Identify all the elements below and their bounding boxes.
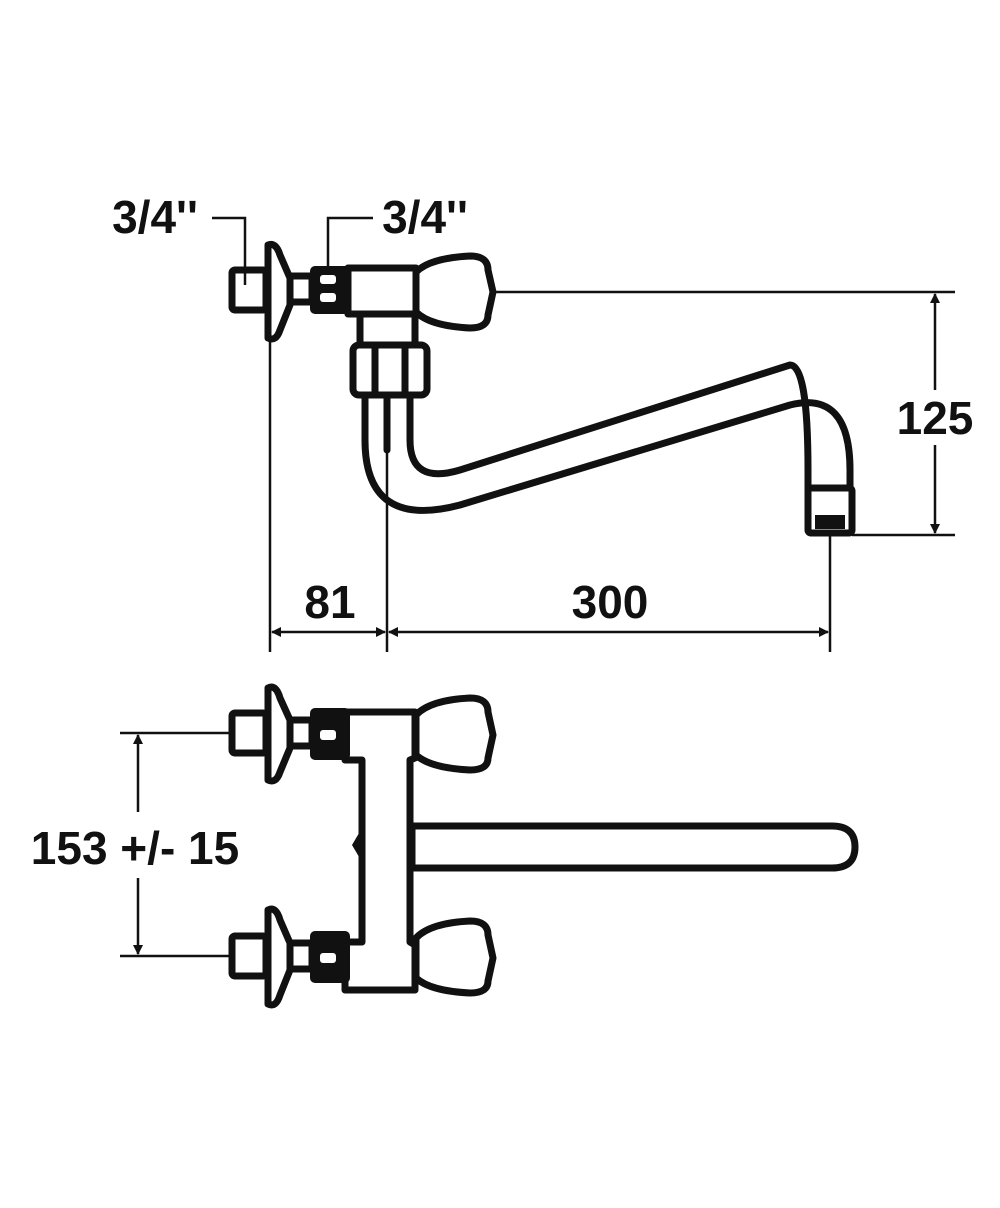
top-view-faucet: [228, 683, 859, 1009]
connector-neck: [286, 272, 316, 306]
wall-connector: [228, 266, 270, 314]
thread-leader-right: [326, 216, 373, 272]
thread-leader-left: [212, 216, 247, 285]
mixer-body: [341, 708, 419, 994]
top-view-dimensions: 153 +/- 15: [31, 731, 239, 958]
wall-offset-dimension: 81: [304, 576, 355, 628]
valve-body: [344, 264, 420, 318]
body-notch: [352, 828, 362, 862]
projection-dimension: 300: [572, 576, 649, 628]
thread-label-right: 3/4'': [382, 191, 468, 243]
height-dimension: 125: [897, 392, 974, 444]
lower-handle: [412, 917, 497, 997]
side-view-faucet: [228, 241, 856, 537]
spout-inner: [406, 361, 812, 494]
spout-top: [408, 822, 859, 872]
spout-outer: [361, 391, 854, 514]
center-distance-dimension: 153 +/- 15: [31, 822, 239, 874]
thread-label-left: 3/4'': [112, 191, 198, 243]
valve-handle: [412, 252, 497, 332]
upper-handle: [412, 694, 497, 774]
side-view-dimensions: 3/4'' 3/4'' 125 81 300: [112, 191, 973, 652]
lower-connection: [228, 905, 497, 1009]
union-nut: [310, 266, 350, 314]
swivel-nut: [349, 341, 431, 399]
aerator-mesh: [815, 515, 845, 529]
